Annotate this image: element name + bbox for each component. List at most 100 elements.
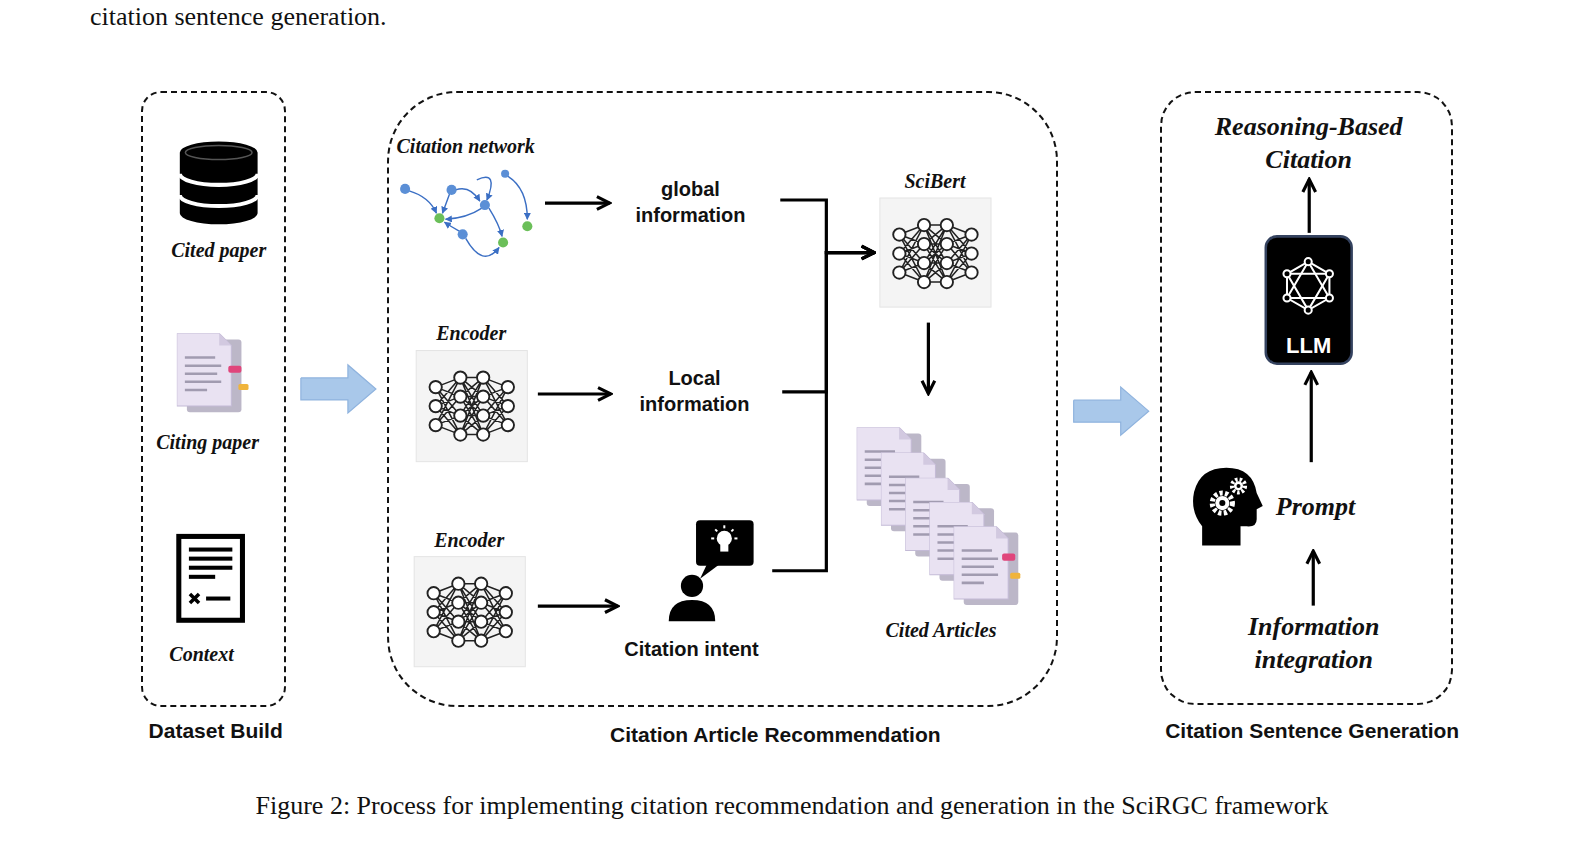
- database-icon: [180, 141, 258, 224]
- diagram-node: Encoder: [412, 321, 531, 464]
- stage-heading: Citation Article Recommendation: [292, 723, 1259, 747]
- head-gears-icon: [1212, 493, 1232, 513]
- llm-chip: [1305, 258, 1312, 265]
- node-text: Encoder: [436, 321, 506, 345]
- diagram-node: Cited Articles: [850, 404, 1032, 642]
- person-icon: [669, 600, 715, 621]
- network-graph: [477, 177, 491, 200]
- node-text: LLM: [1286, 333, 1331, 359]
- context-icon: [206, 597, 230, 601]
- llm-chip: [1287, 262, 1329, 298]
- diagram-node: global information: [610, 171, 772, 232]
- neural-net-box: [880, 198, 991, 307]
- node-text: Prompt: [1276, 490, 1355, 523]
- head-gears-icon: [1193, 468, 1263, 546]
- neural-net-box: [416, 351, 527, 462]
- llm-chip: [1266, 236, 1352, 363]
- person-icon: [681, 575, 703, 597]
- diagram-node: SciBert: [874, 169, 995, 308]
- arrow-connector: [545, 201, 610, 204]
- person-icon: [731, 529, 733, 531]
- network-graph: [480, 200, 490, 210]
- node-text: Cited paper: [171, 238, 266, 262]
- person-icon: [715, 529, 717, 531]
- node-text: Context: [169, 642, 233, 666]
- arrow-connector: [782, 253, 874, 392]
- text-label: citation sentence generation.: [90, 2, 387, 32]
- network-graph: [507, 176, 527, 219]
- head-gears-icon: [1234, 481, 1243, 490]
- node-text: Reasoning-Based Citation: [1198, 110, 1420, 177]
- arrow-connector: [538, 605, 618, 608]
- node-text: Information integration: [1208, 610, 1420, 677]
- diagram-node: Cited paper: [151, 136, 286, 262]
- caption-layer: Figure 2: Process for implementing citat…: [0, 791, 1584, 821]
- database-icon: [180, 141, 258, 224]
- node-text: Local information: [624, 365, 765, 417]
- arrow-connector: [1312, 551, 1315, 606]
- network-graph: [458, 229, 468, 239]
- document-stack: [1002, 554, 1015, 561]
- diagram-node: Encoder: [410, 528, 529, 669]
- flow-arrow: [301, 365, 376, 413]
- database-icon: [180, 195, 258, 206]
- node-text: Citing paper: [156, 430, 259, 454]
- stage-group: Citation Sentence GenerationReasoning-Ba…: [1160, 91, 1453, 705]
- head-gears-icon: [1232, 479, 1245, 492]
- network-graph: [400, 184, 410, 194]
- person-icon: [696, 520, 754, 565]
- person-icon: [720, 544, 728, 551]
- document-stack: [1010, 573, 1020, 579]
- network-graph: [489, 208, 502, 236]
- network-graph: [442, 194, 449, 213]
- stage-heading: Citation Sentence Generation: [1018, 719, 1584, 743]
- network-graph: [498, 237, 508, 247]
- context-icon: [179, 536, 243, 620]
- figure-caption: Figure 2: Process for implementing citat…: [0, 791, 1584, 821]
- arrow-connector: [780, 200, 874, 253]
- network-graph: [447, 185, 457, 195]
- database-icon: [180, 174, 258, 185]
- network-graph: [444, 222, 459, 231]
- diagram-node: Prompt: [1190, 464, 1367, 549]
- node-text: SciBert: [904, 169, 965, 193]
- head-gears-icon: [1236, 484, 1240, 488]
- llm-chip: [1283, 294, 1290, 301]
- arrow-connector: [927, 323, 930, 394]
- paper-icon: [238, 384, 248, 390]
- head-gears-icon: [1219, 500, 1225, 506]
- network-graph: [522, 221, 532, 231]
- neural-net-box: [414, 198, 991, 667]
- person-icon: [700, 564, 720, 579]
- paper-icon: [228, 366, 241, 373]
- document-stack: [954, 526, 1019, 605]
- diagram-node: Citation intent: [618, 515, 765, 662]
- head-gears-icon: [1193, 468, 1263, 546]
- llm-chip: [1305, 307, 1312, 314]
- person-icon: [723, 525, 725, 528]
- neural-net-box: [427, 578, 512, 647]
- node-text: global information: [610, 176, 772, 228]
- context-icon: [190, 594, 199, 603]
- node-text: Cited Articles: [886, 618, 997, 642]
- neural-net-box: [414, 557, 525, 667]
- network-graph: [445, 208, 481, 219]
- person-icon: [711, 537, 714, 539]
- neural-net-box: [430, 371, 515, 440]
- node-text: Citation network: [397, 134, 535, 158]
- context-icon: [189, 548, 232, 552]
- diagram-node: Local information: [624, 361, 765, 422]
- network-graph: [400, 170, 532, 248]
- context-icon: [189, 566, 232, 570]
- context-icon: [189, 557, 232, 561]
- network-graph: [466, 238, 499, 256]
- person-icon: [711, 525, 737, 538]
- network-graph: [501, 170, 509, 178]
- head-gears-icon: [1215, 496, 1229, 510]
- paper-icon: [177, 333, 249, 412]
- stage-group: Citation Article RecommendationCitation …: [387, 91, 1058, 707]
- illustration-layer: [177, 141, 1352, 666]
- person-icon: [717, 531, 732, 546]
